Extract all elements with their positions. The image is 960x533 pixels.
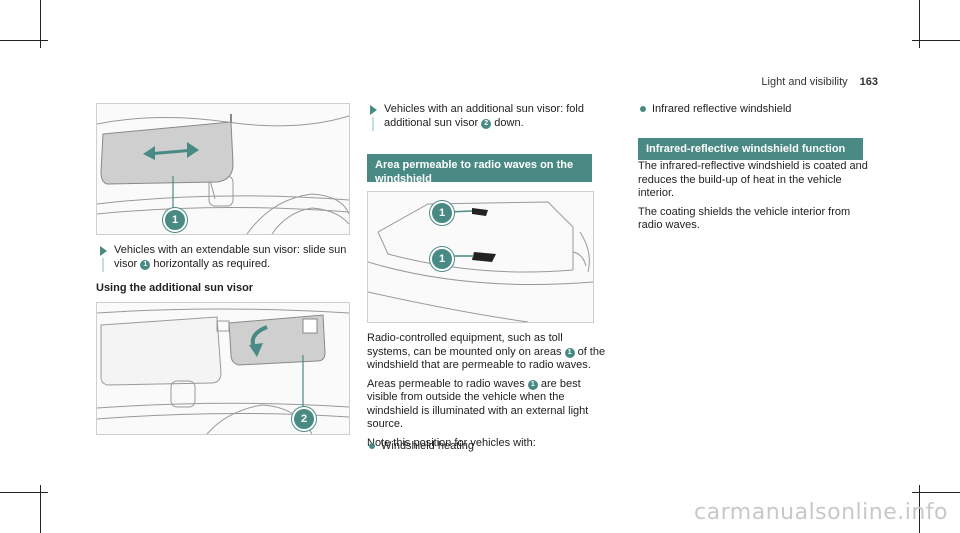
step-extendable-visor: Vehicles with an extendable sun visor: s… xyxy=(100,244,359,272)
inline-callout-1: 1 xyxy=(140,259,151,270)
callout-1-bottom: 1 xyxy=(430,247,454,271)
inline-callout-1: 1 xyxy=(527,379,538,390)
section-title: Light and visibility xyxy=(761,76,848,88)
step-additional-visor: Vehicles with an additional sun visor: f… xyxy=(370,103,624,131)
callout-2: 2 xyxy=(292,407,316,431)
figure-extendable-sun-visor: 1 xyxy=(96,103,350,235)
step-text: Vehicles with an extendable sun visor: s… xyxy=(114,244,347,270)
step-text: down. xyxy=(494,116,524,129)
crop-mark xyxy=(40,0,41,48)
bullet-infrared-windshield: Infrared reflective windshield xyxy=(638,103,882,117)
paragraph-coating-shields: The coating shields the vehicle interior… xyxy=(638,205,851,232)
crop-mark xyxy=(0,40,48,41)
step-arrow-icon xyxy=(370,105,377,115)
col3-body: The infrared-reflective windshield is co… xyxy=(638,160,868,238)
figure-windshield-areas: 1 1 xyxy=(367,191,594,323)
crop-mark xyxy=(919,0,920,48)
figure-additional-sun-visor: 2 xyxy=(96,302,350,435)
callout-1-top: 1 xyxy=(430,201,454,225)
step-text: horizontally as required. xyxy=(153,257,271,270)
subheading-additional-sun-visor: Using the additional sun visor xyxy=(96,282,254,294)
watermark: carmanualsonline.info xyxy=(694,500,948,525)
crop-mark xyxy=(0,492,48,493)
bullet-windshield-heating: Windshield heating xyxy=(367,440,621,454)
paragraph-areas-visible: Areas permeable to radio waves 1 are bes… xyxy=(367,377,589,431)
paragraph-radio-equipment: Radio-controlled equipment, such as toll… xyxy=(367,332,606,371)
running-header: Light and visibility 163 xyxy=(761,76,878,88)
crop-mark xyxy=(912,492,960,493)
bullet-dot-icon xyxy=(640,106,646,112)
step-text: Vehicles with an additional sun visor: f… xyxy=(384,103,584,129)
crop-mark xyxy=(919,485,920,533)
step-arrow-icon xyxy=(100,246,107,256)
paragraph-note: Note this position for vehicles with: xyxy=(367,436,536,449)
callout-1: 1 xyxy=(163,208,187,232)
additional-visor-illustration xyxy=(97,308,349,434)
banner-area-permeable: Area permeable to radio waves on the win… xyxy=(367,154,592,185)
windshield-illustration xyxy=(368,201,593,322)
bullet-dot-icon xyxy=(369,443,375,449)
step-bar xyxy=(102,258,104,272)
page-number: 163 xyxy=(859,76,878,88)
crop-mark xyxy=(40,485,41,533)
step-bar xyxy=(372,117,374,131)
inline-callout-2: 2 xyxy=(481,118,492,129)
crop-mark xyxy=(912,40,960,41)
inline-callout-1: 1 xyxy=(564,347,575,358)
sun-visor-illustration xyxy=(97,114,349,234)
paragraph-infrared-coating: The infrared-reflective windshield is co… xyxy=(638,160,868,199)
col2-body: Radio-controlled equipment, such as toll… xyxy=(367,332,607,455)
banner-infrared-function: Infrared-reflective windshield function xyxy=(638,138,863,160)
